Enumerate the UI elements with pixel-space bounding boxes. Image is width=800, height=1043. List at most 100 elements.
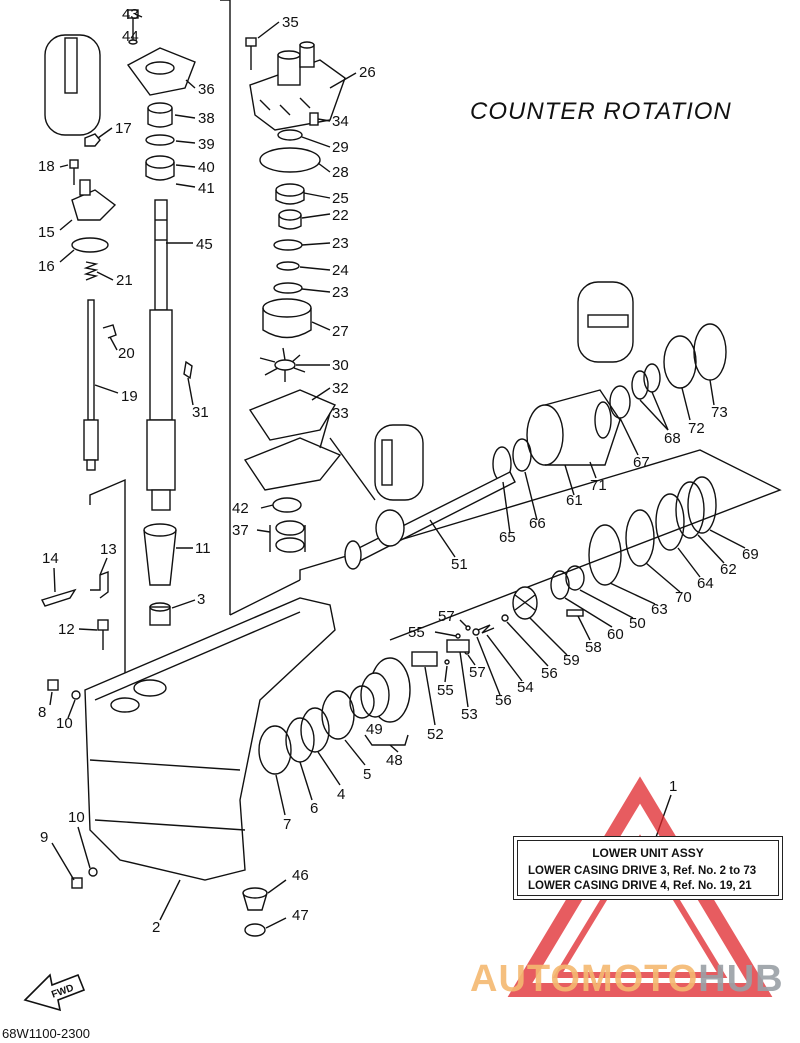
needle-bearing-3 <box>149 602 171 626</box>
frame-line-top <box>89 478 126 705</box>
callout-27: 27 <box>332 323 349 340</box>
info-box-heading: LOWER UNIT ASSY <box>592 846 704 860</box>
insert-cartridge-27 <box>262 298 312 339</box>
callout-7: 7 <box>283 816 292 833</box>
callout-2: 2 <box>152 919 161 936</box>
callout-36: 36 <box>198 81 215 98</box>
callout-63: 63 <box>651 601 668 618</box>
bolt-18 <box>69 159 79 169</box>
automotohub-watermark: AUTOMOTOHUB <box>470 958 784 1001</box>
bearing-38 <box>147 102 173 128</box>
callout-53: 53 <box>461 706 478 723</box>
callout-18: 18 <box>38 158 55 175</box>
dog-clutch-59 <box>512 586 538 620</box>
gasket-28 <box>259 147 321 173</box>
callout-41: 41 <box>198 180 215 197</box>
callout-48: 48 <box>386 752 403 769</box>
callout-65: 65 <box>499 529 516 546</box>
forward-gear-63 <box>588 524 622 586</box>
callout-30: 30 <box>332 357 349 374</box>
callout-16: 16 <box>38 258 55 275</box>
shim-69 <box>687 476 717 534</box>
sleeve-11 <box>143 523 177 586</box>
detail-window-mid <box>374 424 424 501</box>
callout-25: 25 <box>332 190 349 207</box>
frame-line-drive <box>299 449 782 641</box>
callout-13: 13 <box>100 541 117 558</box>
callout-61: 61 <box>566 492 583 509</box>
detail-window-cc <box>577 281 634 363</box>
bolt-35 <box>245 37 257 70</box>
oil-seal-37a <box>275 520 305 536</box>
ball-56a <box>501 614 509 622</box>
bearing-49 <box>349 685 375 719</box>
callout-31: 31 <box>192 404 209 421</box>
nut-17 <box>84 133 101 147</box>
bearing-40 <box>145 155 175 181</box>
callout-67: 67 <box>633 454 650 471</box>
callout-4: 4 <box>337 786 346 803</box>
pin-34 <box>309 112 319 126</box>
nut-47 <box>244 923 266 937</box>
callout-24: 24 <box>332 262 349 279</box>
callout-72: 72 <box>688 420 705 437</box>
bearing-4 <box>300 707 330 753</box>
callout-49: 49 <box>366 721 383 738</box>
callout-32: 32 <box>332 380 349 397</box>
callout-15: 15 <box>38 224 55 241</box>
ball-57a <box>465 625 471 631</box>
shift-slider-53 <box>446 639 470 653</box>
callout-66: 66 <box>529 515 546 532</box>
spring-21 <box>83 261 99 281</box>
callout-19: 19 <box>121 388 138 405</box>
washer-10a <box>71 690 81 700</box>
info-box-line-2: LOWER CASING DRIVE 4, Ref. No. 19, 21 <box>528 880 752 892</box>
callout-29: 29 <box>332 139 349 156</box>
water-pump-housing <box>249 41 346 131</box>
callout-47: 47 <box>292 907 309 924</box>
washer-44 <box>128 39 138 45</box>
bolt-8 <box>47 679 59 691</box>
callout-26: 26 <box>359 64 376 81</box>
bearing-62 <box>675 481 705 539</box>
insert-25 <box>275 183 305 205</box>
shift-rod-19 <box>83 299 99 471</box>
shim-39 <box>145 134 175 146</box>
callout-57b: 57 <box>469 664 486 681</box>
callout-57a: 57 <box>438 608 455 625</box>
callout-1: 1 <box>669 778 678 795</box>
callout-54: 54 <box>517 679 534 696</box>
spring-54 <box>477 624 495 634</box>
circlip-72 <box>663 335 697 389</box>
washer-24 <box>276 261 300 271</box>
callout-22: 22 <box>332 207 349 224</box>
bearing-50 <box>565 565 585 591</box>
callout-8: 8 <box>38 704 47 721</box>
lower-unit-info-box: LOWER UNIT ASSY LOWER CASING DRIVE 3, Re… <box>513 836 783 900</box>
washer-64 <box>655 493 685 551</box>
outer-plate-32 <box>248 389 337 441</box>
callout-21: 21 <box>116 272 133 289</box>
frame-line-diagonal <box>229 579 301 616</box>
callout-39: 39 <box>198 136 215 153</box>
callout-73: 73 <box>711 404 728 421</box>
callout-60: 60 <box>607 626 624 643</box>
callout-14: 14 <box>42 550 59 567</box>
callout-23b: 23 <box>332 284 349 301</box>
callout-6: 6 <box>310 800 319 817</box>
callout-28: 28 <box>332 164 349 181</box>
callout-69: 69 <box>742 546 759 563</box>
o-ring-16 <box>71 237 109 253</box>
impeller-30 <box>259 347 306 382</box>
callout-56b: 56 <box>495 692 512 709</box>
callout-35: 35 <box>282 14 299 31</box>
shim-5 <box>321 690 355 740</box>
ring-nut-73 <box>693 323 727 381</box>
callout-59: 59 <box>563 652 580 669</box>
info-box-line-1: LOWER CASING DRIVE 3, Ref. No. 2 to 73 <box>528 865 757 877</box>
oil-seal-42 <box>272 497 302 513</box>
pin-58 <box>566 609 584 617</box>
housing-36 <box>126 47 196 96</box>
ball-55a <box>455 633 461 639</box>
